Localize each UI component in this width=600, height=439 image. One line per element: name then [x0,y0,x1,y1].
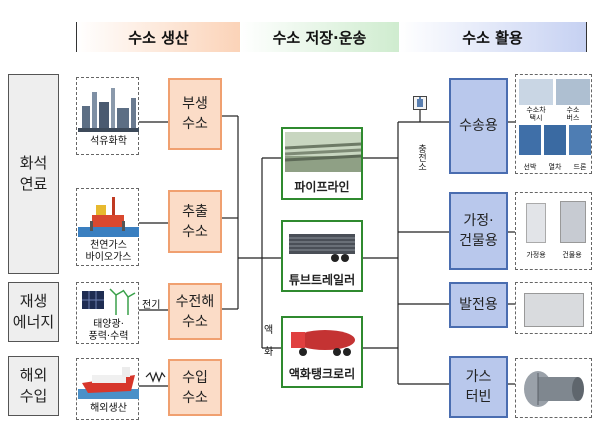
transportation-use: 수송용 [449,78,508,174]
hydrogen-taxi-icon [519,79,553,105]
pipeline-box: 파이프라인 [281,127,363,200]
ship-icon [519,125,541,155]
train-caption: 열차 [548,163,562,171]
overseas-caption: 해외생산 [90,403,127,414]
drone-caption: 드론 [573,163,587,171]
source-import: 해외 수입 [8,356,59,416]
source-fossil-fuel: 화석 연료 [8,74,59,274]
building-use: 가정· 건물용 [449,192,508,270]
ship-caption: 선박 [523,163,537,171]
petrochem-image: 석유화학 [76,77,139,155]
source-renewable: 재생 에너지 [8,282,59,342]
hydrogen-bus-icon [556,79,590,105]
liquid-tank-label: 액화탱크로리 [288,367,356,381]
natural-gas-image: 천연가스 바이오가스 [76,188,139,266]
home-caption: 가정용 [526,251,546,259]
extracted-hydrogen: 추출 수소 [168,190,222,253]
factory-icon [78,88,139,132]
gas-turbine-icon [524,371,584,407]
building-caption: 건물용 [562,251,582,259]
liquid-tank-box: 액화탱크로리 [281,316,363,388]
charging-station-label: 충전소 [416,144,426,171]
power-plant-image [515,282,592,334]
renewable-caption: 태양광· 풍력·수력 [88,319,129,342]
electrolysis-hydrogen: 수전해 수소 [168,283,222,340]
liquefaction-label: 액 화 [264,325,274,358]
header-storage-transport: 수소 저장·운송 [240,22,399,52]
byproduct-hydrogen: 부생 수소 [168,78,222,150]
tube-trailer-icon [289,234,355,262]
train-icon [544,125,566,155]
power-generation-use: 발전용 [449,282,508,328]
offshore-platform-icon [78,197,139,237]
charging-station-icon [413,96,427,110]
tube-trailer-box: 튜브트레일러 [281,220,363,292]
drone-icon [569,125,591,155]
transport-images: 수소차 택시 수소 버스 선박 열차 드론 [515,74,592,174]
petrochem-caption: 석유화학 [90,136,127,147]
imported-hydrogen: 수입 수소 [168,359,222,416]
solar-wind-icon [82,288,136,315]
bus-caption: 수소 버스 [566,106,580,122]
natural-gas-caption: 천연가스 바이오가스 [85,240,132,263]
taxi-caption: 수소차 택시 [526,106,546,122]
fuel-cell-plant-icon [524,293,584,327]
header-utilization: 수소 활용 [399,22,586,52]
pipeline-icon [285,132,361,172]
header-production: 수소 생산 [77,22,240,52]
overseas-image: 해외생산 [76,358,139,420]
tube-trailer-label: 튜브트레일러 [288,273,356,287]
gas-turbine-use: 가스 터빈 [449,356,508,418]
pipeline-label: 파이프라인 [294,180,350,194]
home-fuel-cell-icon [526,203,546,243]
electricity-label: 전기 [142,300,161,311]
building-images: 가정용 건물용 [515,192,592,270]
renewable-image: 태양광· 풍력·수력 [76,282,139,344]
tanker-ship-icon [78,367,139,399]
gas-turbine-image [515,358,592,418]
building-fuel-cell-icon [560,201,586,243]
tank-lorry-icon [291,330,355,356]
